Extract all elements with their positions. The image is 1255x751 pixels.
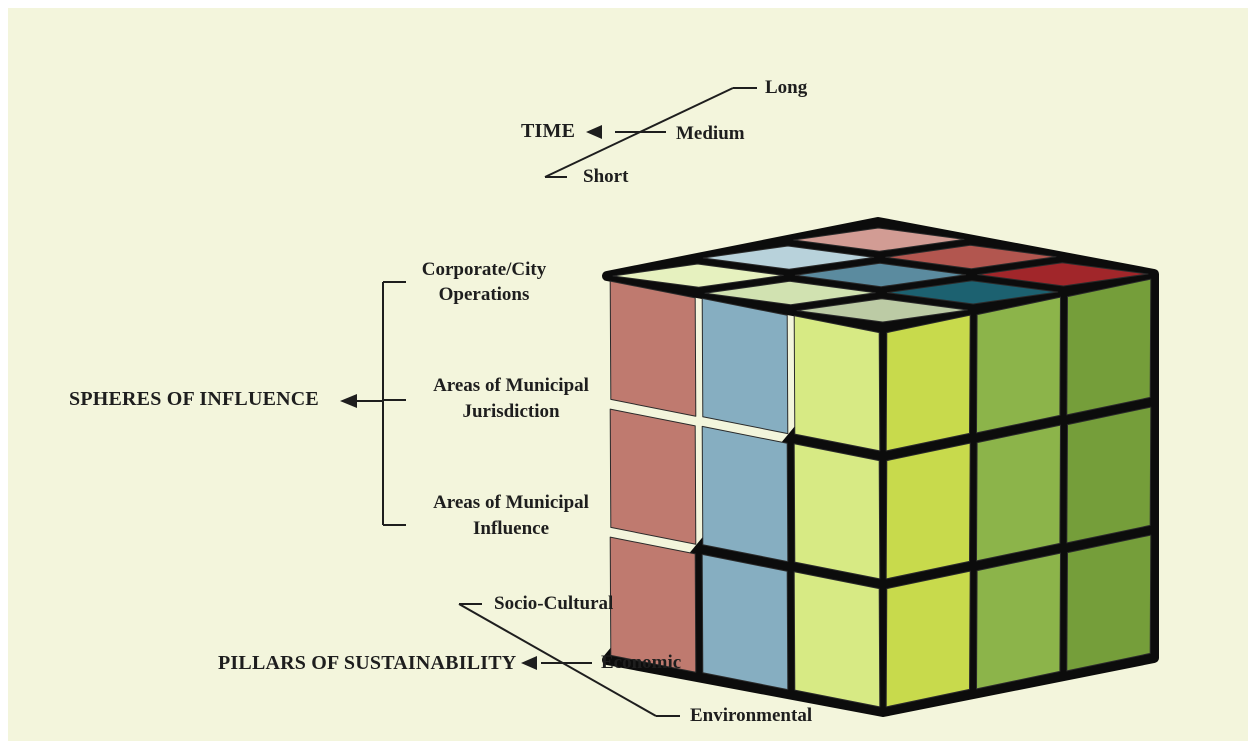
cube-left-tile	[793, 443, 881, 580]
spheres-item3-line1: Areas of Municipal	[433, 492, 589, 513]
cube-right-tile	[976, 296, 1061, 434]
cube-left-tile	[609, 536, 697, 673]
pillars-heading: PILLARS OF SUSTAINABILITY	[218, 652, 517, 674]
spheres-item2-line2: Jurisdiction	[462, 401, 560, 422]
pillars-environmental-label: Environmental	[690, 705, 813, 726]
cube-top-tile	[796, 298, 968, 323]
pillars-economic-label: Economic	[601, 652, 682, 673]
cube-left-tile	[701, 425, 789, 563]
pillars-socio-label: Socio-Cultural	[494, 593, 614, 614]
pillars-axis-line	[458, 603, 657, 717]
cube-top-tile	[704, 280, 876, 306]
pillars-axis	[458, 603, 680, 717]
cube-left-tile	[793, 571, 881, 708]
cube-right-tile	[1066, 278, 1152, 416]
time-medium-label: Medium	[676, 123, 745, 144]
cube-left-tile	[609, 408, 697, 545]
cube-top-tile	[612, 263, 784, 288]
cube-top-tile	[977, 262, 1149, 287]
cube-left-tile	[701, 297, 789, 435]
spheres-arrowhead	[340, 394, 357, 408]
time-axis	[544, 87, 757, 178]
cube-right-tile	[885, 570, 971, 708]
cube-right-tile	[885, 314, 971, 452]
time-short-label: Short	[583, 166, 629, 187]
cube-left-tile	[701, 553, 789, 691]
cube-left-tile	[793, 315, 881, 452]
cube-right-tile	[1066, 534, 1152, 672]
time-long-label: Long	[765, 77, 808, 98]
time-arrowhead	[586, 125, 602, 139]
spheres-item1-line1: Corporate/City	[421, 259, 547, 280]
cube-right-tile	[976, 552, 1061, 690]
cube-top-tile	[794, 262, 967, 288]
spheres-item3-line2: Influence	[473, 518, 549, 539]
cube-left-tile	[609, 280, 697, 417]
spheres-heading: SPHERES OF INFLUENCE	[69, 388, 319, 410]
spheres-bracket	[340, 281, 406, 526]
rubiks-cube-icon	[602, 217, 1159, 717]
cube-top-tile	[702, 245, 875, 270]
cube-top-tile	[793, 227, 965, 252]
cube-top-tile	[885, 244, 1057, 270]
cube-right-tile	[1066, 406, 1152, 544]
cube-top-tile	[886, 280, 1059, 305]
cube-right-tile	[885, 442, 971, 580]
spheres-item1-line2: Operations	[438, 284, 530, 305]
cube-right-tile	[976, 424, 1061, 562]
time-heading: TIME	[521, 120, 576, 142]
spheres-item2-line1: Areas of Municipal	[433, 375, 589, 396]
pillars-arrowhead	[521, 656, 537, 670]
